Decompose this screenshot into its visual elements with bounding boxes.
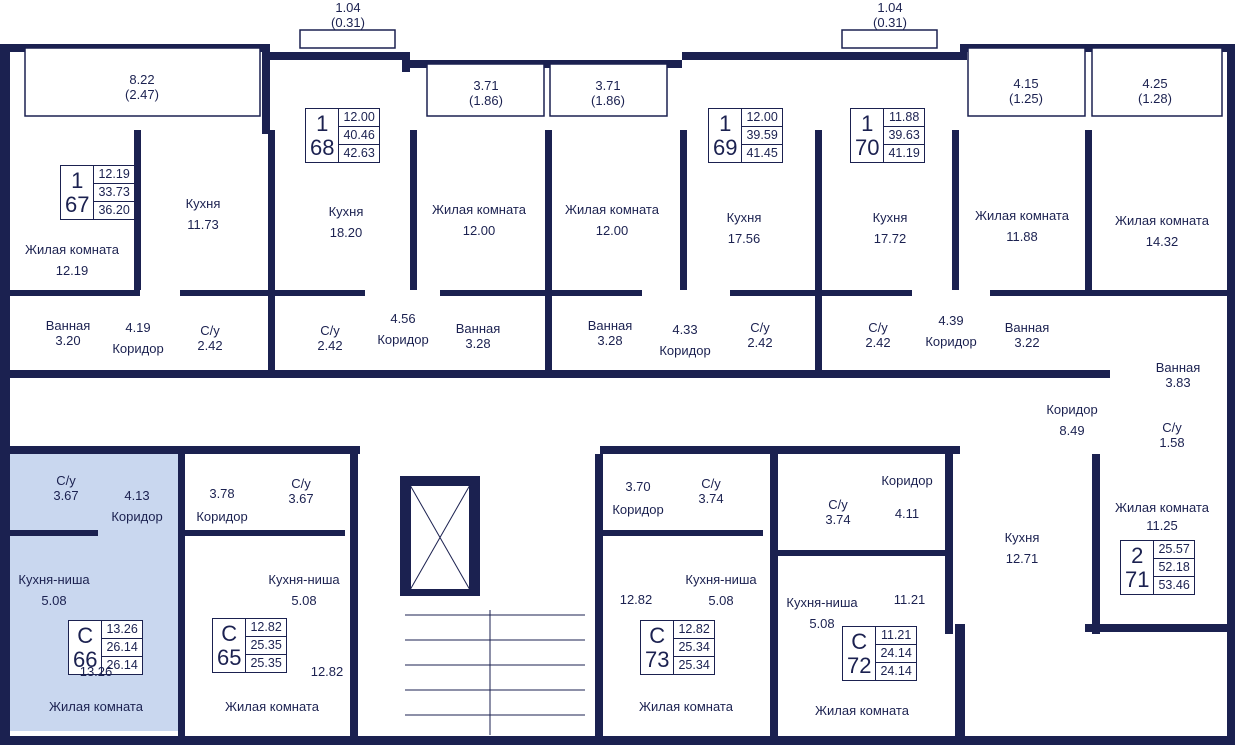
apartment-66-highlight (8, 453, 178, 731)
balcony-4-label: 3.71(1.86) (591, 78, 625, 108)
balcony-5-label: 1.04(0.31) (873, 0, 907, 30)
balcony-1-label: 8.22(2.47) (125, 72, 159, 102)
balcony-6-label: 4.15(1.25) (1009, 76, 1043, 106)
elevator-cross-2 (409, 484, 471, 591)
outer-walls (0, 44, 1235, 745)
balcony-3-label: 3.71(1.86) (469, 78, 503, 108)
stairs (405, 610, 585, 735)
balcony-7-label: 4.25(1.28) (1138, 76, 1172, 106)
balcony-frames (24, 29, 1223, 117)
balcony-2-label: 1.04(0.31) (331, 0, 365, 30)
